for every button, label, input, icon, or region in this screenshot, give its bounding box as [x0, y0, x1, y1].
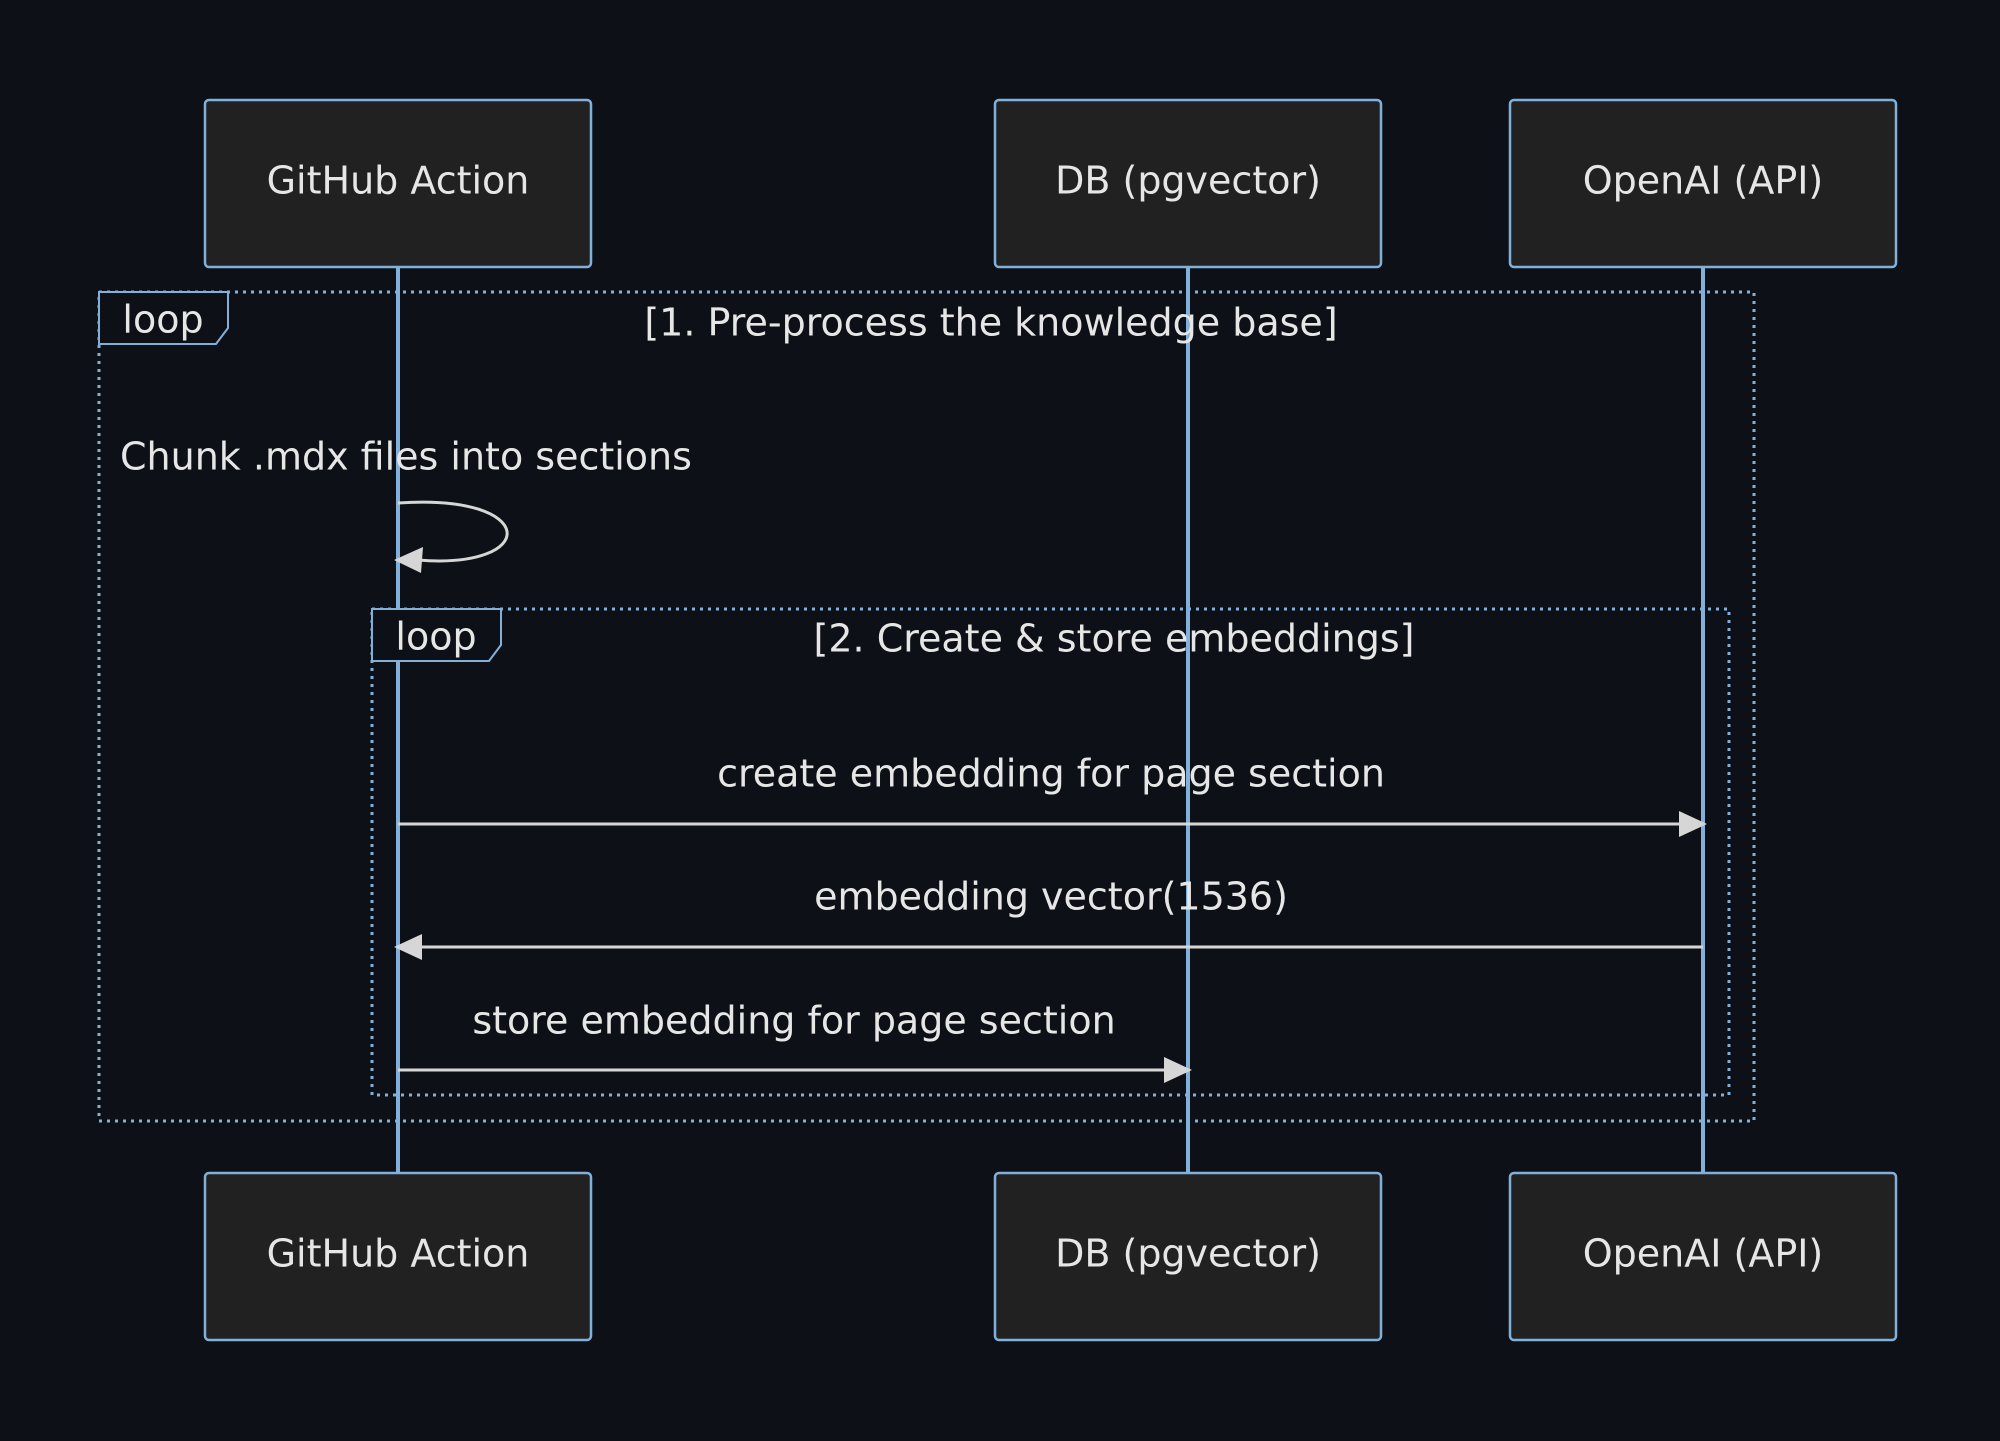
loop-tab [371, 608, 502, 662]
arrowhead-icon [394, 547, 423, 573]
actor-bottom-db-pgvector: DB (pgvector) [993, 1171, 1383, 1342]
actor-top-db-pgvector: DB (pgvector) [993, 98, 1383, 269]
message-label: embedding vector(1536) [814, 875, 1288, 919]
loop-condition: [2. Create & store embeddings] [814, 617, 1415, 661]
loop-tab [98, 291, 229, 345]
arrowhead-icon [394, 934, 422, 960]
message-label: Chunk .mdx files into sections [120, 435, 692, 479]
actor-top-github-action: GitHub Action [203, 98, 593, 269]
actor-label: GitHub Action [267, 1232, 530, 1276]
message-chunk-files: Chunk .mdx files into sections [120, 435, 692, 573]
message-create-embedding: create embedding for page section [398, 752, 1707, 837]
loop-keyword: loop [122, 298, 203, 342]
loop-frame-embeddings: loop [2. Create & store embeddings] [370, 607, 1731, 1097]
loop-condition: [1. Pre-process the knowledge base] [644, 301, 1337, 345]
message-embedding-vector: embedding vector(1536) [394, 875, 1703, 960]
loop-keyword: loop [395, 615, 476, 659]
actor-label: OpenAI (API) [1583, 159, 1824, 203]
actor-label: DB (pgvector) [1055, 159, 1321, 203]
self-loop-arrow-line [397, 500, 509, 563]
actor-label: DB (pgvector) [1055, 1232, 1321, 1276]
actor-bottom-openai-api: OpenAI (API) [1508, 1171, 1898, 1342]
message-label: create embedding for page section [717, 752, 1385, 796]
message-label: store embedding for page section [472, 999, 1115, 1043]
actor-top-openai-api: OpenAI (API) [1508, 98, 1898, 269]
message-store-embedding: store embedding for page section [398, 999, 1192, 1083]
arrowhead-icon [1164, 1057, 1192, 1083]
actor-label: GitHub Action [267, 159, 530, 203]
arrowhead-icon [1679, 811, 1707, 837]
actor-bottom-github-action: GitHub Action [203, 1171, 593, 1342]
loop-frame-preprocess: loop [1. Pre-process the knowledge base] [97, 290, 1756, 1123]
actor-label: OpenAI (API) [1583, 1232, 1824, 1276]
